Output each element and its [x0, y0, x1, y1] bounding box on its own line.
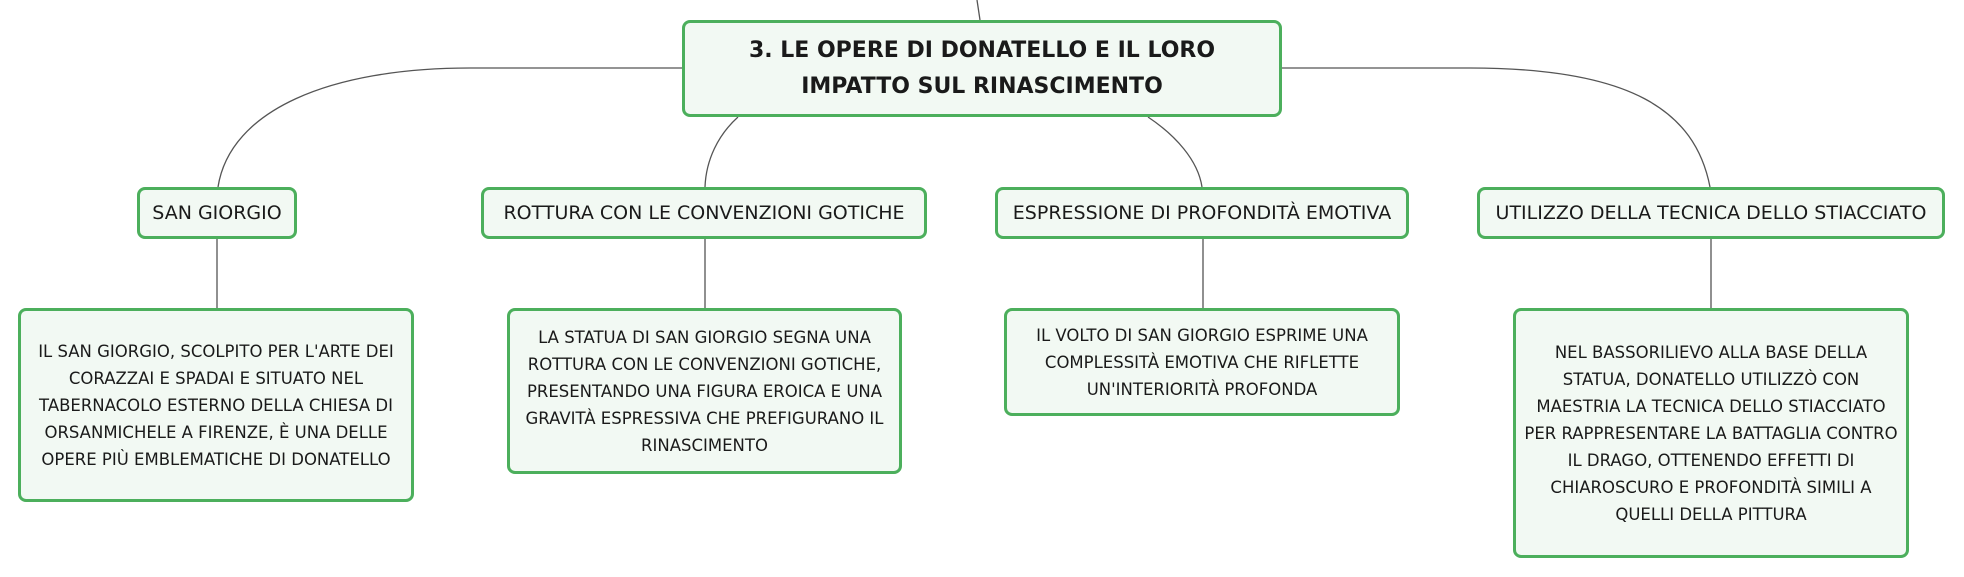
detail-text: IL SAN GIORGIO, SCOLPITO PER L'ARTE DEI … [38, 341, 394, 469]
detail-san-giorgio[interactable]: IL SAN GIORGIO, SCOLPITO PER L'ARTE DEI … [18, 308, 414, 502]
branch-tecnica-stiacciato[interactable]: UTILIZZO DELLA TECNICA DELLO STIACCIATO [1477, 187, 1945, 239]
branch-label: ROTTURA CON LE CONVENZIONI GOTICHE [503, 202, 905, 224]
branch-espressione-profondita-emotiva[interactable]: ESPRESSIONE DI PROFONDITÀ EMOTIVA [995, 187, 1409, 239]
root-topic-label: 3. LE OPERE DI DONATELLO E IL LORO IMPAT… [748, 37, 1216, 99]
detail-rottura-convenzioni-gotiche[interactable]: LA STATUA DI SAN GIORGIO SEGNA UNA ROTTU… [507, 308, 902, 474]
branch-san-giorgio[interactable]: SAN GIORGIO [137, 187, 297, 239]
connector-root-stiacciato [1282, 67, 1711, 188]
detail-tecnica-stiacciato[interactable]: NEL BASSORILIEVO ALLA BASE DELLA STATUA,… [1513, 308, 1909, 558]
connector-parent-root [976, 0, 981, 21]
branch-rottura-convenzioni-gotiche[interactable]: ROTTURA CON LE CONVENZIONI GOTICHE [481, 187, 927, 239]
detail-espressione-profondita-emotiva[interactable]: IL VOLTO DI SAN GIORGIO ESPRIME UNA COMP… [1004, 308, 1400, 416]
branch-label: UTILIZZO DELLA TECNICA DELLO STIACCIATO [1495, 202, 1927, 224]
root-topic[interactable]: 3. LE OPERE DI DONATELLO E IL LORO IMPAT… [682, 20, 1282, 117]
connector-root-rottura [704, 116, 739, 188]
detail-text: LA STATUA DI SAN GIORGIO SEGNA UNA ROTTU… [525, 327, 884, 455]
branch-label: SAN GIORGIO [152, 202, 282, 224]
branch-label: ESPRESSIONE DI PROFONDITÀ EMOTIVA [1012, 202, 1392, 224]
connector-root-san-giorgio [217, 67, 682, 188]
detail-text: NEL BASSORILIEVO ALLA BASE DELLA STATUA,… [1524, 342, 1898, 524]
detail-text: IL VOLTO DI SAN GIORGIO ESPRIME UNA COMP… [1036, 325, 1368, 399]
connector-root-espressione [1147, 116, 1203, 188]
